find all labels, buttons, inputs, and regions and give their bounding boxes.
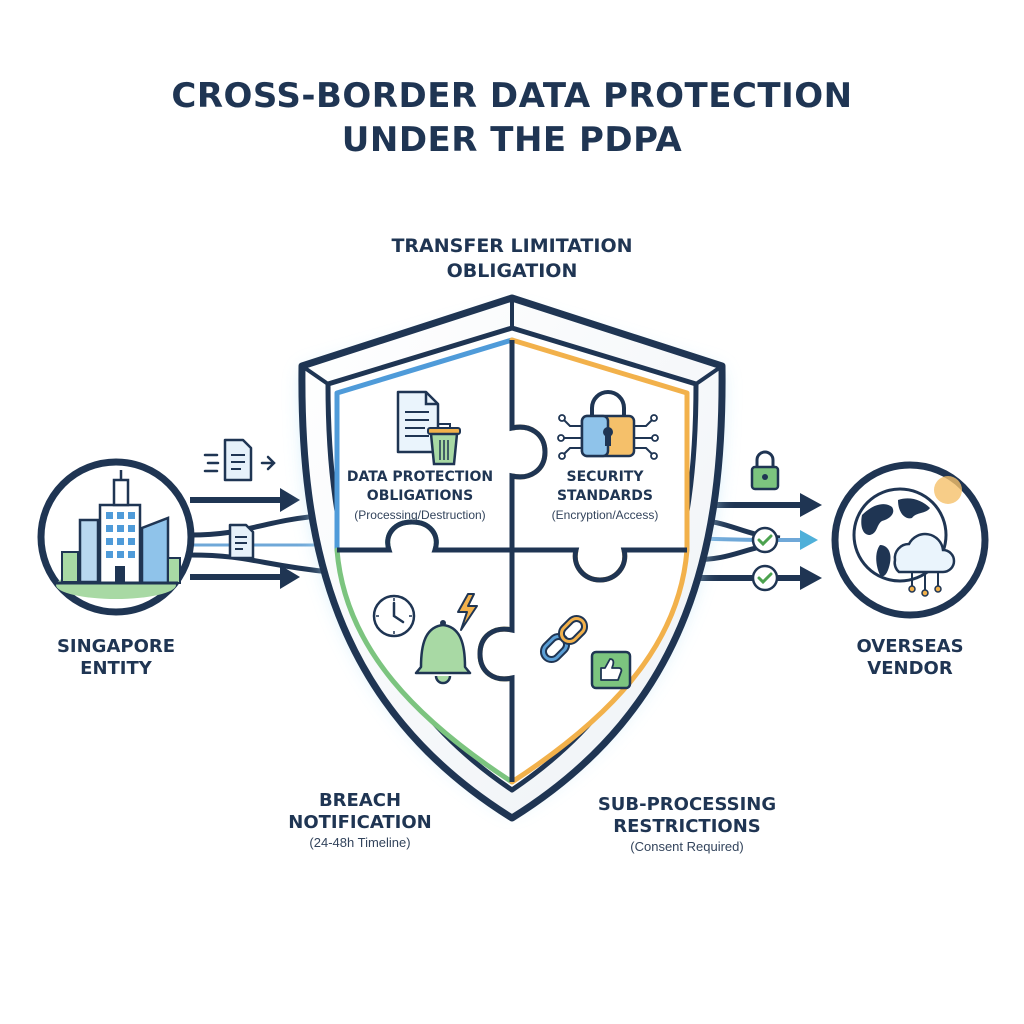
small-padlock-icon	[750, 450, 780, 491]
breach-notification-line-1: BREACH	[318, 790, 402, 811]
data-protection-line-2: OBLIGATIONS	[366, 488, 474, 504]
check-icon	[751, 564, 779, 592]
singapore-entity-line-1: SINGAPORE	[56, 636, 176, 657]
sub-processing-sub: (Consent Required)	[630, 839, 744, 854]
security-standards-sub: (Encryption/Access)	[551, 508, 659, 522]
padlock-circuit-icon	[557, 390, 659, 460]
security-standards-line-1: SECURITY	[566, 469, 644, 485]
breach-notification-sub: (24-48h Timeline)	[309, 835, 411, 850]
inbound-data-flows	[189, 438, 331, 589]
clock-bell-icon	[372, 593, 478, 685]
document-speed-icon	[203, 438, 276, 482]
overseas-vendor-node	[831, 461, 989, 619]
city-buildings-icon	[55, 470, 181, 599]
singapore-entity-node	[37, 458, 195, 616]
security-standards-line-2: STANDARDS	[556, 488, 654, 504]
singapore-entity-label: SINGAPORE ENTITY	[20, 636, 212, 680]
overseas-vendor-line-1: OVERSEAS	[856, 636, 964, 657]
breach-notification-label: BREACH NOTIFICATION (24-48h Timeline)	[262, 790, 458, 852]
check-icon	[751, 526, 779, 554]
sub-processing-label: SUB-PROCESSING RESTRICTIONS (Consent Req…	[582, 794, 792, 856]
transfer-limitation-line-2: OBLIGATION	[446, 260, 578, 282]
data-protection-label: DATA PROTECTION OBLIGATIONS (Processing/…	[330, 468, 510, 524]
chain-link-thumbs-up-icon	[539, 614, 632, 690]
security-standards-label: SECURITY STANDARDS (Encryption/Access)	[520, 468, 690, 524]
transfer-limitation-line-1: TRANSFER LIMITATION	[391, 235, 633, 257]
singapore-entity-line-2: ENTITY	[80, 658, 152, 679]
title-line-2: UNDER THE PDPA	[341, 120, 683, 160]
page-title: CROSS-BORDER DATA PROTECTION UNDER THE P…	[0, 74, 1024, 162]
overseas-vendor-line-2: VENDOR	[867, 658, 953, 679]
transfer-limitation-label: TRANSFER LIMITATION OBLIGATION	[332, 234, 692, 284]
sub-processing-line-1: SUB-PROCESSING	[597, 794, 777, 815]
inbound-flow-mid	[189, 512, 331, 538]
breach-notification-line-2: NOTIFICATION	[288, 812, 432, 833]
document-trash-icon	[396, 390, 461, 466]
overseas-vendor-label: OVERSEAS VENDOR	[814, 636, 1006, 680]
sub-processing-line-2: RESTRICTIONS	[613, 816, 761, 837]
globe-cloud-icon	[852, 487, 956, 597]
title-line-1: CROSS-BORDER DATA PROTECTION	[171, 76, 853, 116]
puzzle-quadrants	[334, 337, 690, 785]
data-protection-line-1: DATA PROTECTION	[346, 469, 494, 485]
data-protection-sub: (Processing/Destruction)	[354, 508, 486, 522]
document-icon	[228, 523, 255, 560]
